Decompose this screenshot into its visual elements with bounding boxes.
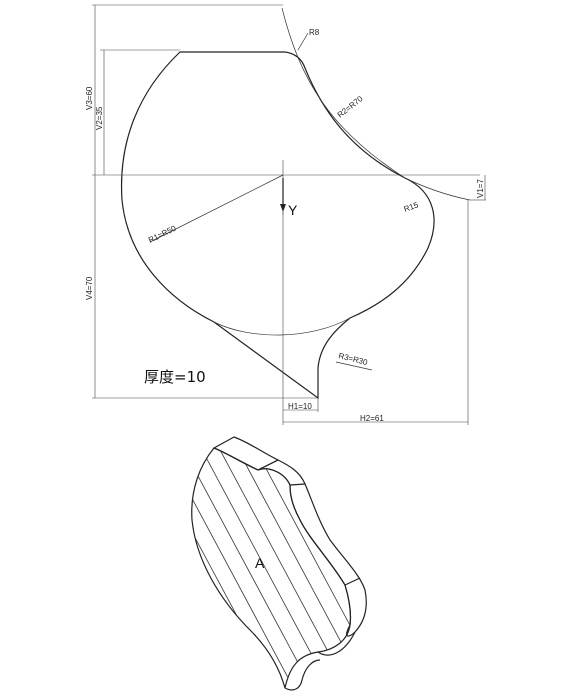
r8-label: R8 — [309, 28, 320, 37]
isometric-view: A — [191, 436, 367, 691]
y-axis-arrowhead — [280, 204, 286, 212]
r3-leader — [335, 361, 373, 371]
v4-label: V4=70 — [85, 276, 94, 300]
r8-leader — [297, 32, 309, 51]
r1-arc-lower — [213, 317, 351, 336]
h1-label: H1=10 — [288, 402, 312, 411]
thickness-note: 厚度=10 — [144, 368, 206, 386]
iso-edge-1 — [289, 483, 306, 486]
profile-outline — [120, 51, 435, 400]
h2-label: H2=61 — [360, 414, 384, 423]
part-label: A — [255, 555, 265, 571]
r2-construction-arc — [281, 7, 471, 201]
iso-front-face — [191, 447, 352, 689]
iso-bottom-edge — [317, 631, 356, 656]
r1-label: R1=R50 — [147, 224, 178, 245]
y-axis-label: Y — [288, 202, 298, 218]
profile-view: Y R1=R50 R8 R2=R70 R15 R3=R30 V3=60 V2=3… — [85, 4, 486, 425]
r15-label: R15 — [403, 200, 420, 214]
r1-radius-line — [149, 174, 284, 243]
r2-label: R2=R70 — [336, 94, 365, 120]
v1-label: V1=7 — [476, 179, 485, 198]
iso-edge-2 — [344, 577, 361, 586]
iso-tip-edge — [284, 659, 321, 691]
v2-label: V2=35 — [95, 106, 104, 130]
v3-label: V3=60 — [85, 86, 94, 110]
r3-label: R3=R30 — [338, 351, 369, 367]
iso-side-face — [257, 459, 367, 637]
